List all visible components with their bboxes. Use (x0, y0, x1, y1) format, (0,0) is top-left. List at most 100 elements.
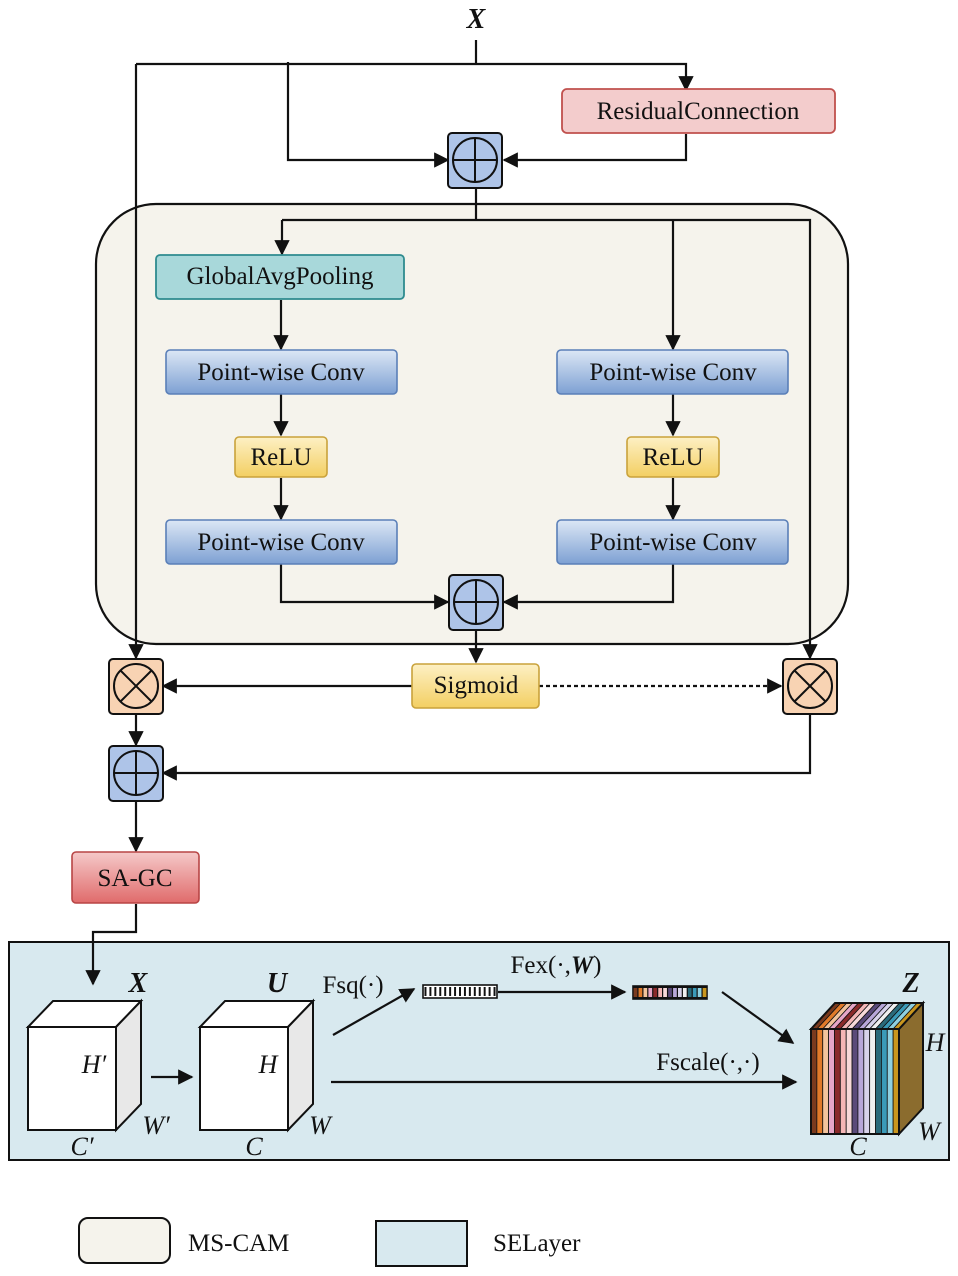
add-operator-top (447, 132, 503, 189)
tensor-z-channel-slice (839, 1028, 847, 1135)
tensor-z-channel-slice (822, 1028, 830, 1135)
excitation-channel (668, 988, 672, 997)
squeezed-channel (493, 987, 496, 996)
tensor-z-channel-slice (851, 1028, 859, 1135)
add-operator-mscam (448, 574, 504, 631)
relu-left-label: ReLU (250, 444, 311, 471)
tensor-x-height: H′ (81, 1050, 107, 1079)
squeezed-channel (459, 987, 461, 996)
multiply-operator-left (108, 658, 164, 715)
tensor-z-channel-slice (834, 1028, 841, 1135)
excitation-channel (692, 988, 697, 997)
squeezed-channel (424, 987, 427, 996)
squeezed-channel (488, 987, 491, 996)
input-x-label: X (466, 4, 487, 35)
tensor-x-width: W′ (142, 1111, 170, 1140)
tensor-z-channel-slice (875, 1028, 882, 1135)
legend-swatch-mscam (78, 1217, 171, 1264)
squeezed-channel (473, 987, 476, 996)
pointwise-conv-left-2: Point-wise Conv (165, 519, 398, 565)
tensor-z-channel-slice (869, 1028, 876, 1135)
relu-left: ReLU (234, 436, 328, 478)
sigmoid-block: Sigmoid (411, 663, 540, 709)
excitation-channel (653, 988, 658, 997)
global-avg-pooling-block: GlobalAvgPooling (155, 254, 405, 300)
relu-right: ReLU (626, 436, 720, 478)
excitation-channel (682, 988, 687, 997)
squeezed-channel (468, 987, 471, 996)
excitation-channel (638, 988, 643, 997)
tensor-z-channel-slice (845, 1028, 853, 1135)
excitation-channel (633, 988, 638, 997)
excitation-channel (648, 988, 653, 997)
excitation-channel (678, 988, 682, 997)
excitation-channel (702, 988, 707, 997)
pointwise-conv-left-1-label: Point-wise Conv (197, 359, 365, 386)
tensor-u-label: U (267, 968, 289, 999)
sa-gc-block: SA-GC (71, 851, 200, 904)
legend-label-selayer: SELayer (493, 1230, 581, 1257)
excitation-vector (632, 985, 708, 1000)
tensor-z-channels: C (849, 1132, 867, 1161)
fex-label: Fex(·,W) (511, 952, 602, 979)
tensor-z-label: Z (901, 968, 919, 999)
residual-connection-block: ResidualConnection (561, 88, 836, 134)
squeezed-channel (434, 987, 437, 996)
tensor-z-channel-slice (816, 1028, 824, 1135)
excitation-channel (643, 988, 648, 997)
tensor-z-height: H (925, 1028, 946, 1057)
tensor-x-label: X (128, 968, 149, 999)
fsq-label: Fsq(·) (322, 972, 383, 999)
tensor-z-cube (808, 1000, 926, 1137)
tensor-z-channel-slice (863, 1028, 871, 1135)
scale-weights-arrow (721, 991, 795, 1044)
tensor-z-width: W (918, 1117, 942, 1146)
relu-right-label: ReLU (642, 444, 703, 471)
pointwise-conv-left-2-label: Point-wise Conv (197, 529, 365, 556)
tensor-z-channel-slice (881, 1028, 888, 1135)
pointwise-conv-right-1-label: Point-wise Conv (589, 359, 757, 386)
selayer-region (8, 941, 950, 1161)
tensor-u-width: W (309, 1111, 333, 1140)
tensor-x-channels: C′ (70, 1132, 93, 1161)
fscale-label: Fscale(·,·) (656, 1049, 759, 1076)
tensor-u-channels: C (245, 1132, 263, 1161)
pointwise-conv-right-1: Point-wise Conv (556, 349, 789, 395)
squeeze-arrow (332, 988, 416, 1036)
squeezed-channel (439, 987, 442, 996)
squeezed-channel (483, 987, 486, 996)
tensor-z-top-frame (808, 1002, 926, 1030)
excitation-channel (663, 988, 667, 997)
pointwise-conv-right-2-label: Point-wise Conv (589, 529, 757, 556)
global-avg-pooling-label: GlobalAvgPooling (186, 263, 374, 290)
pointwise-conv-right-2: Point-wise Conv (556, 519, 789, 565)
sigmoid-label: Sigmoid (434, 672, 519, 699)
squeezed-channel (429, 987, 432, 996)
tensor-z-channel-slice (886, 1028, 894, 1135)
tensor-u-cube (197, 998, 316, 1133)
legend-label-mscam: MS-CAM (188, 1230, 289, 1257)
sa-gc-label: SA-GC (97, 865, 172, 892)
tensor-z-channel-slice (828, 1028, 835, 1135)
excitation-channel (697, 988, 702, 997)
residual-connection-label: ResidualConnection (597, 98, 800, 125)
tensor-z-channel-slice (857, 1028, 865, 1135)
excitation-channel (658, 988, 662, 997)
squeezed-channel (463, 987, 466, 996)
squeezed-channel (454, 987, 457, 996)
multiply-operator-right (782, 658, 838, 715)
squeezed-channel (444, 987, 447, 996)
squeezed-channel (449, 987, 452, 996)
excitation-channel (673, 988, 677, 997)
add-operator-output (108, 745, 164, 802)
legend: MS-CAM SELayer (78, 1217, 581, 1267)
pointwise-conv-left-1: Point-wise Conv (165, 349, 398, 395)
squeezed-channel (478, 987, 481, 996)
wires (85, 40, 818, 986)
squeezed-vector (422, 984, 498, 999)
legend-swatch-selayer (375, 1220, 468, 1267)
tensor-u-height: H (258, 1050, 279, 1079)
tensor-x-cube (25, 998, 144, 1133)
excitation-channel (687, 988, 692, 997)
